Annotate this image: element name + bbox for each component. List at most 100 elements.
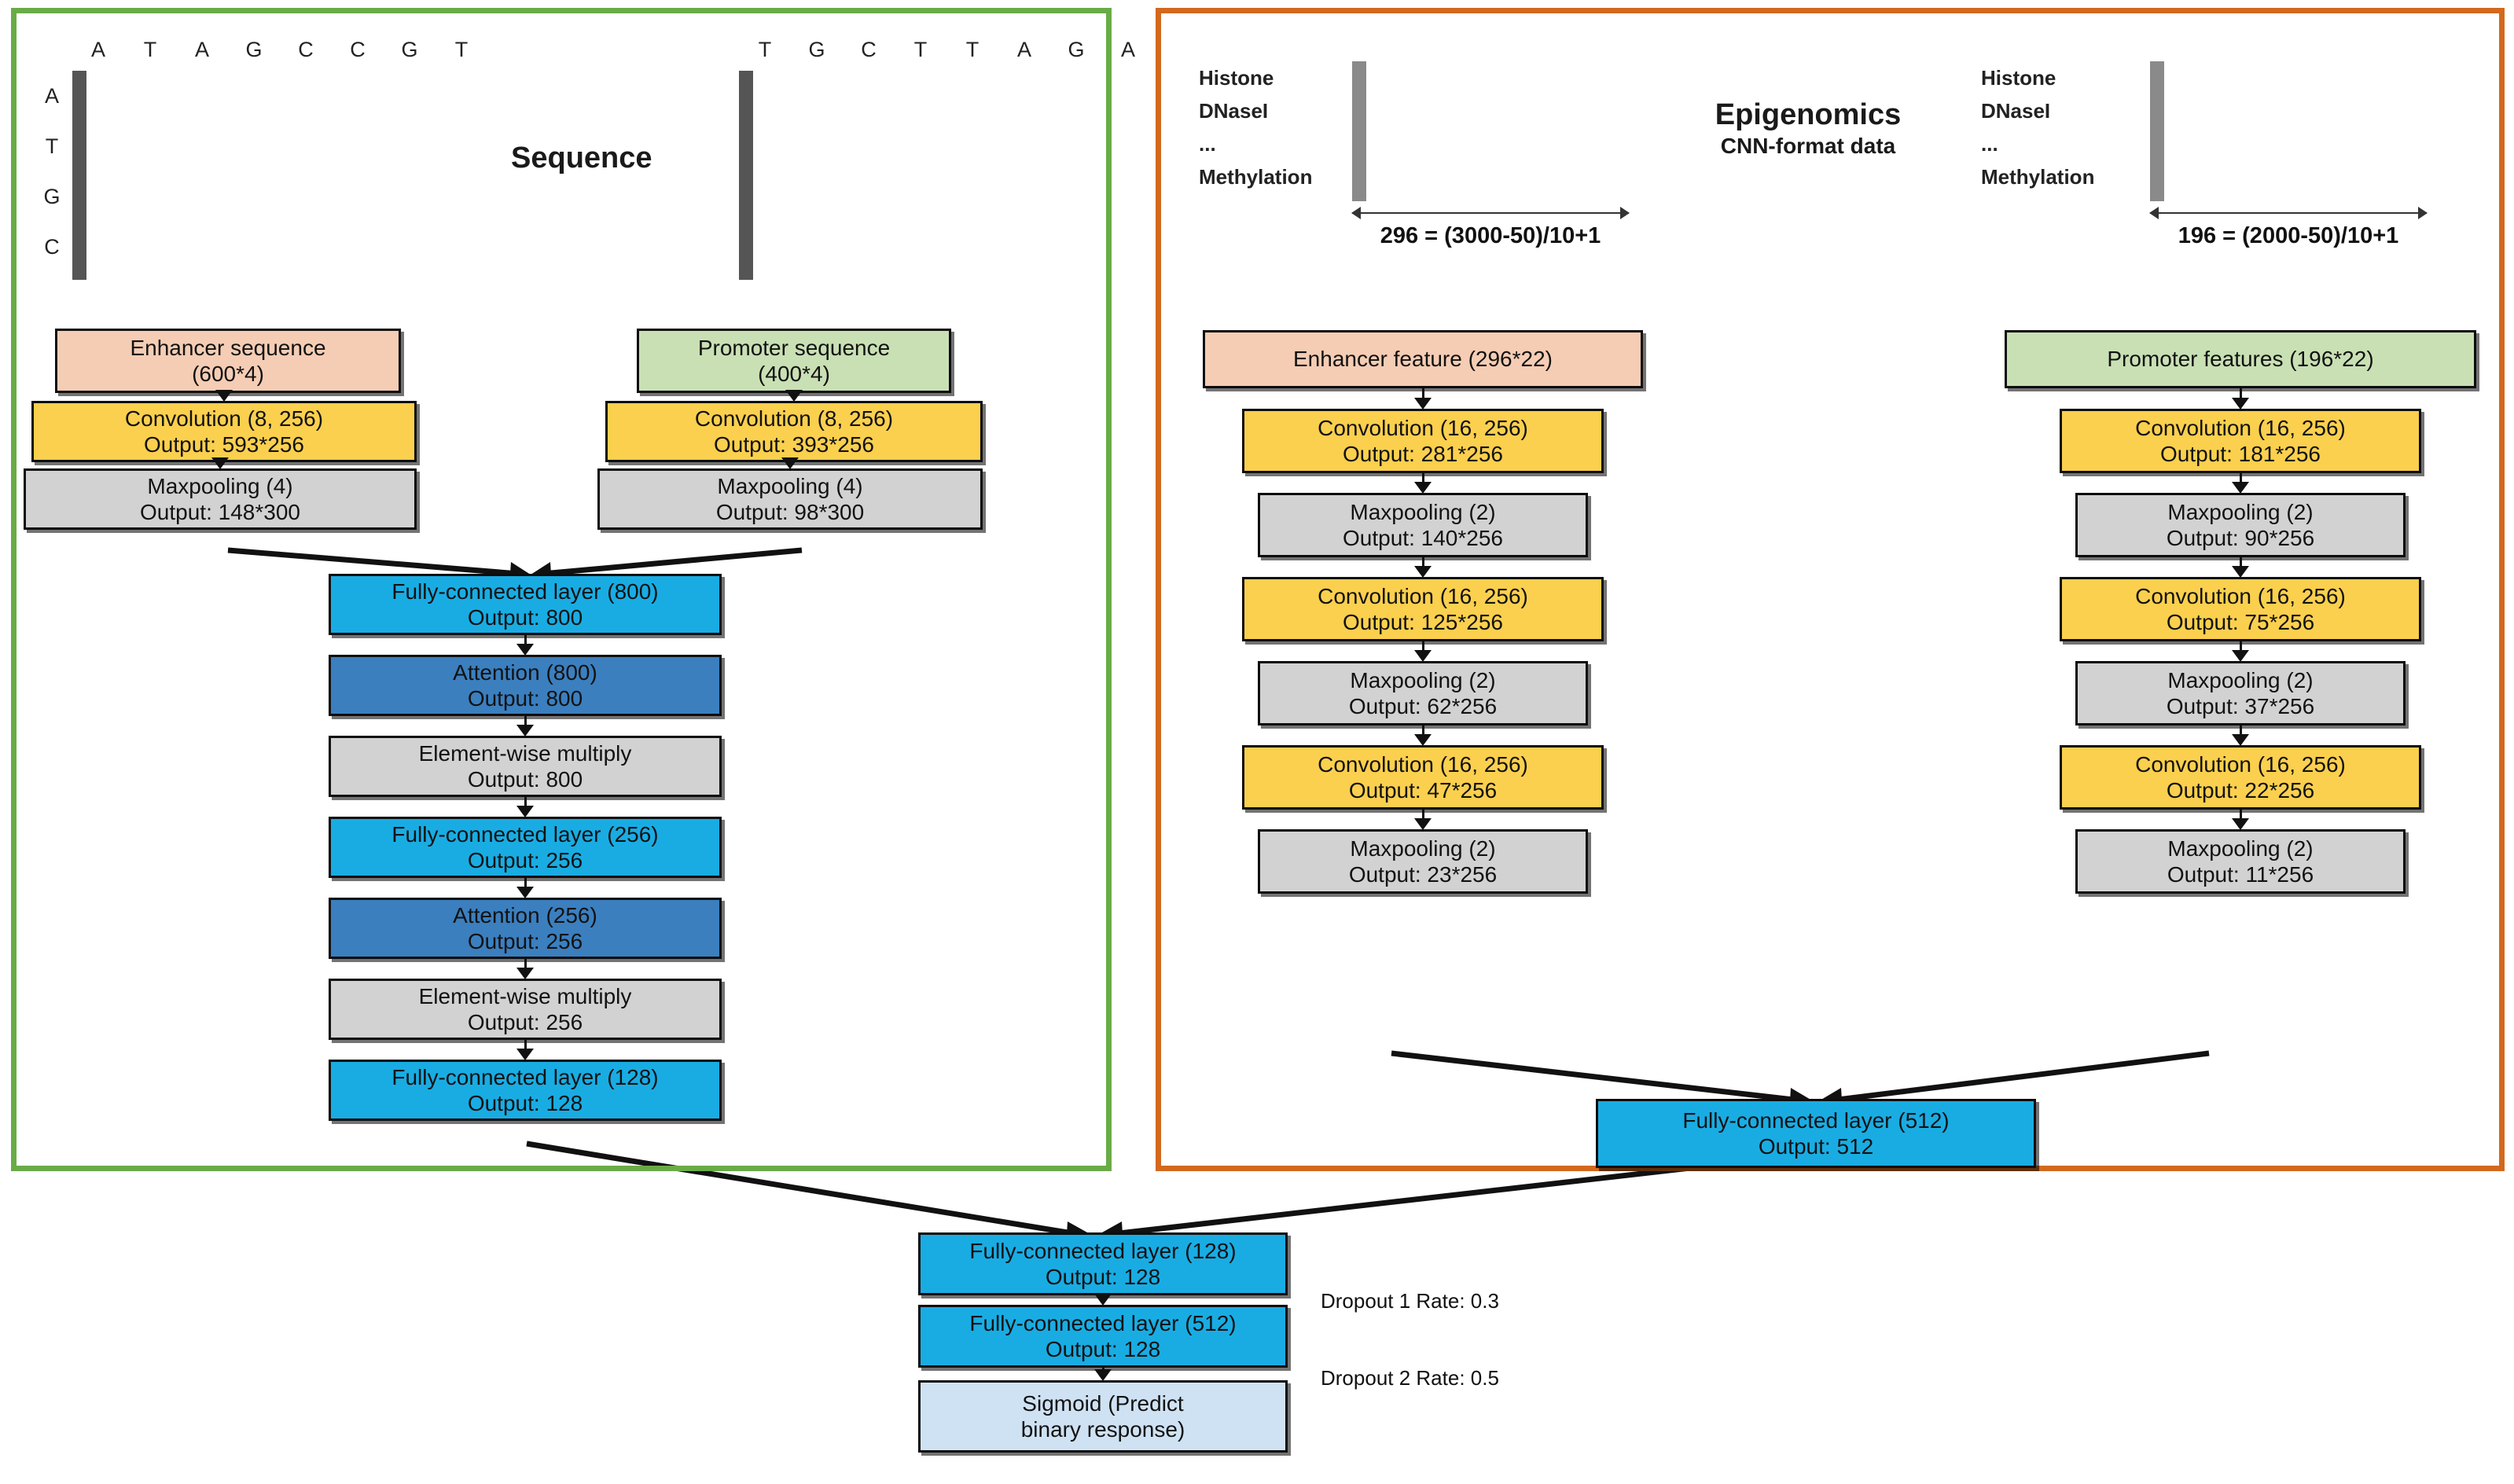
seq-promoter-box-2-line2: Output: 98*300 [715,500,865,524]
enhancer-heatmap-grid-cell [1360,165,1363,201]
epi-enhancer-box-3[interactable]: Convolution (16, 256)Output: 125*256 [1242,577,1604,641]
epi-promoter-box-4-line1: Maxpooling (2) [2167,667,2314,692]
epi-enh-arrow-3 [1422,557,1424,568]
epi-enhancer-box-5-line2: Output: 47*256 [1348,778,1498,803]
seq-promoter-box-0-line2: (400*4) [758,362,830,386]
seq-merged-box-1[interactable]: Attention (800)Output: 800 [329,655,722,716]
promoter-heatmap-grid-cell [2156,165,2159,201]
enhancer-onehot-grid-cell [77,174,80,228]
epi-enh-arrow-5-head [1414,734,1432,746]
epi-pro-arrow-2 [2240,473,2242,483]
seq-merged-arrow-1-head [516,644,534,656]
seq-promoter-box-1-line1: Convolution (8, 256) [694,406,894,431]
promoter-heatmap-grid-cell [2158,96,2161,132]
enhancer-onehot-grid-cell [80,71,83,124]
seq-merged-box-0[interactable]: Fully-connected layer (800)Output: 800 [329,574,722,635]
seq-merged-box-6[interactable]: Fully-connected layer (128)Output: 128 [329,1060,722,1121]
epi-promoter-box-6[interactable]: Maxpooling (2)Output: 11*256 [2075,829,2406,894]
seq-merged-box-5-line1: Element-wise multiply [418,983,632,1008]
epi-enhancer-box-3-line1: Convolution (16, 256) [1318,583,1528,608]
epi-promoter-box-5[interactable]: Convolution (16, 256)Output: 22*256 [2060,745,2421,810]
seq-promoter-box-0[interactable]: Promoter sequence(400*4) [637,329,951,393]
enhancer-onehot-grid-cell [82,71,85,124]
enhancer-heatmap-row-label: DNaseI [1199,98,1269,123]
seq-merged-arrow-4-head [516,887,534,898]
seq-merged-arrow-5 [524,959,527,969]
seq-merged-box-3[interactable]: Fully-connected layer (256)Output: 256 [329,817,722,878]
enhancer-onehot-row-label: C [44,234,60,259]
promoter-heatmap-grid-cell [2161,61,2164,97]
enhancer-onehot-grid-cell [83,123,86,176]
promoter-heatmap-grid-cell [2155,130,2158,167]
promoter-heatmap-grid-cell [2161,165,2164,201]
epi-promoter-box-4[interactable]: Maxpooling (2)Output: 37*256 [2075,661,2406,725]
enhancer-heatmap-grid-row [1352,96,1366,132]
promoter-heatmap-grid-cell [2150,130,2153,167]
enhancer-heatmap-grid-cell [1354,61,1357,97]
seq-merged-box-4[interactable]: Attention (256)Output: 256 [329,898,722,959]
epi-promoter-box-1[interactable]: Convolution (16, 256)Output: 181*256 [2060,409,2421,473]
enhancer-onehot-grid [72,71,86,280]
promoter-onehot-grid-cell [744,226,747,280]
promoter-onehot-grid-cell [739,174,742,228]
epi-enh-arrow-5 [1422,725,1424,736]
promoter-onehot-grid-cell [744,174,747,228]
epigenomics-panel-subtitle: CNN-format data [1720,134,1896,158]
final-box-1[interactable]: Fully-connected layer (512)Output: 128 [918,1305,1288,1368]
enhancer-onehot-grid-cell [80,123,83,176]
enhancer-heatmap-grid-cell [1363,96,1366,132]
enhancer-heatmap-row-label: ... [1199,131,1216,156]
enhancer-heatmap-grid-cell [1355,165,1358,201]
promoter-heatmap-grid-cell [2158,130,2161,167]
seq-promoter-box-2[interactable]: Maxpooling (4)Output: 98*300 [597,468,983,530]
enhancer-heatmap-grid-cell [1358,61,1362,97]
promoter-heatmap-grid-cell [2152,130,2155,167]
seq-merged-arrow-3 [524,797,527,807]
epi-promoter-box-2[interactable]: Maxpooling (2)Output: 90*256 [2075,493,2406,557]
epi-enhancer-box-4[interactable]: Maxpooling (2)Output: 62*256 [1258,661,1588,725]
seq-enhancer-box-1[interactable]: Convolution (8, 256)Output: 593*256 [31,401,417,462]
enhancer-heatmap-grid-cell [1362,130,1365,167]
enhancer-onehot-grid-cell [83,71,86,124]
promoter-heatmap-grid-row [2150,165,2164,201]
seq-merged-box-2-line1: Element-wise multiply [418,740,632,766]
epi-enhancer-box-0[interactable]: Enhancer feature (296*22) [1203,330,1643,388]
enhancer-onehot-column-label: G [401,38,418,61]
enhancer-onehot-grid-cell [77,226,80,280]
epi-enhancer-box-2[interactable]: Maxpooling (2)Output: 140*256 [1258,493,1588,557]
epi-promoter-box-3[interactable]: Convolution (16, 256)Output: 75*256 [2060,577,2421,641]
enhancer-heatmap-grid-cell [1354,165,1357,201]
enhancer-heatmap-grid-cell [1358,165,1362,201]
seq-enhancer-box-0[interactable]: Enhancer sequence(600*4) [55,329,401,393]
epi-enhancer-box-6[interactable]: Maxpooling (2)Output: 23*256 [1258,829,1588,894]
final-box-0[interactable]: Fully-connected layer (128)Output: 128 [918,1232,1288,1295]
seq-merged-box-1-line1: Attention (800) [453,659,597,685]
promoter-onehot-grid-cell [750,123,753,176]
promoter-onehot-grid-cell [748,226,752,280]
epi-merged-fc512-box[interactable]: Fully-connected layer (512)Output: 512 [1596,1099,2036,1168]
seq-enhancer-box-2[interactable]: Maxpooling (4)Output: 148*300 [24,468,417,530]
epi-pro-arrow-5-head [2232,734,2249,746]
promoter-heatmap-grid-cell [2153,165,2156,201]
final-box-2-line1: Sigmoid (Predict [1022,1390,1184,1416]
seq-enhancer-box-0-line2: (600*4) [192,362,264,386]
enhancer-onehot-grid-cell [77,71,80,124]
seq-merged-arrow-2-head [516,725,534,736]
promoter-heatmap-grid-cell [2150,96,2153,132]
enhancer-onehot-grid-cell [79,226,82,280]
epi-enh-arrow-2 [1422,473,1424,483]
promoter-heatmap-grid-cell [2153,130,2156,167]
epi-enhancer-box-1[interactable]: Convolution (16, 256)Output: 281*256 [1242,409,1604,473]
epi-enh-arrow-4 [1422,641,1424,652]
promoter-heatmap-grid-cell [2152,165,2155,201]
enhancer-onehot-column-label: A [90,38,105,61]
seq-promoter-box-1[interactable]: Convolution (8, 256)Output: 393*256 [605,401,983,462]
epi-promoter-box-0[interactable]: Promoter features (196*22) [2005,330,2476,388]
epi-enhancer-box-5[interactable]: Convolution (16, 256)Output: 47*256 [1242,745,1604,810]
